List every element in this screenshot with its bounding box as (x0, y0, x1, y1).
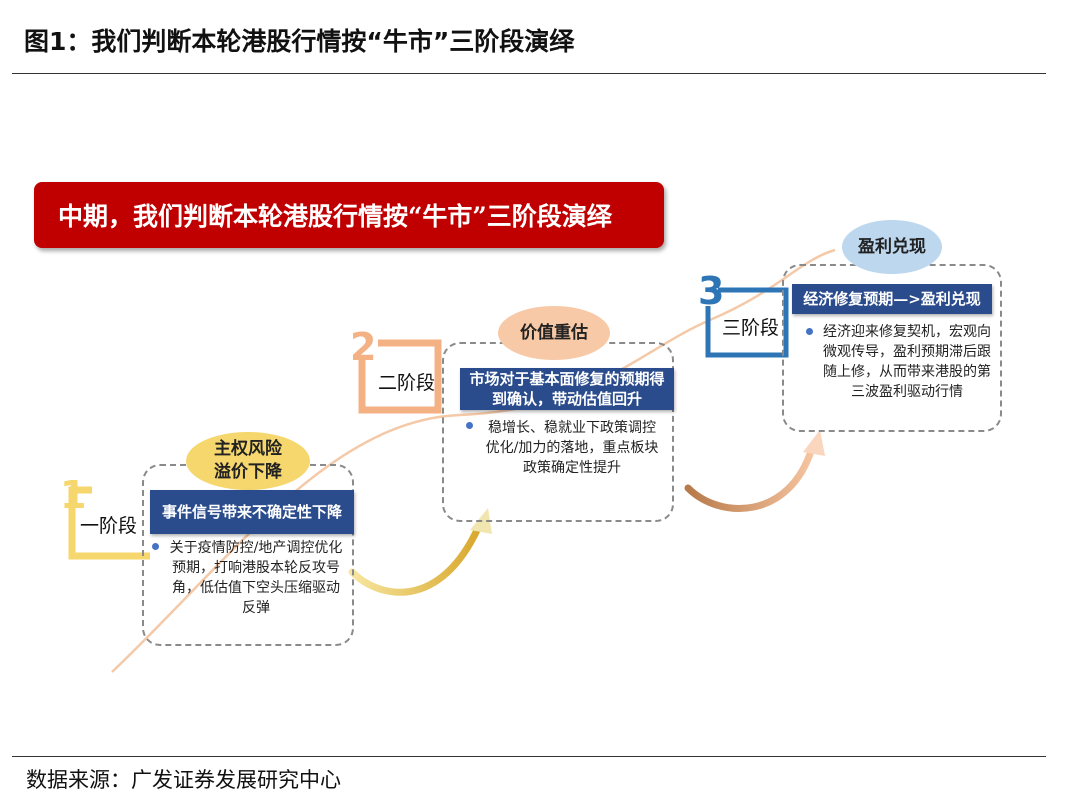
stage2-text: 稳增长、稳就业下政策调控优化/加力的落地，重点板块政策确定性提升 (485, 420, 659, 476)
stage3-header: 经济修复预期—>盈利兑现 (792, 284, 992, 314)
stage1-label: 一阶段 (80, 515, 138, 537)
stage2-bracket (358, 339, 442, 414)
arrowhead-stage2-to-3 (803, 430, 825, 456)
stage3-bracket (705, 287, 789, 358)
stage2-bullet (466, 422, 473, 429)
title-rule (12, 73, 1046, 74)
stage3-bullet (806, 328, 813, 335)
stage2-bubble: 价值重估 (498, 306, 610, 360)
stage2-header: 市场对于基本面修复的预期得到确认，带动估值回升 (460, 368, 674, 410)
figure-title: 图1：我们判断本轮港股行情按“牛市”三阶段演绎 (24, 27, 575, 56)
stage1-number: 1 (60, 473, 87, 517)
stage3-bubble: 盈利兑现 (842, 220, 942, 274)
arrow-stage1-to-2 (348, 524, 482, 596)
stage3-label: 三阶段 (722, 317, 780, 339)
stage3-text: 经济迎来修复契机，宏观向微观传导，盈利预期滞后跟随上修，从而带来港股的第三波盈利… (823, 324, 991, 400)
stage2-number: 2 (350, 325, 377, 369)
footer-rule (12, 756, 1046, 757)
banner-heading: 中期，我们判断本轮港股行情按“牛市”三阶段演绎 (34, 182, 664, 248)
stage2-label: 二阶段 (378, 372, 436, 394)
stage1-bracket (68, 486, 150, 560)
stage1-bubble: 主权风险 溢价下降 (186, 432, 310, 490)
stage1-bullet (152, 543, 159, 550)
stage1-header: 事件信号带来不确定性下降 (150, 490, 354, 534)
stage3-number: 3 (698, 269, 725, 313)
stage1-text: 关于疫情防控/地产调控优化预期，打响港股本轮反攻号角，低估值下空头压缩驱动反弹 (169, 540, 343, 616)
arrow-stage2-to-3 (684, 444, 816, 512)
data-source: 数据来源：广发证券发展研究中心 (26, 768, 341, 792)
